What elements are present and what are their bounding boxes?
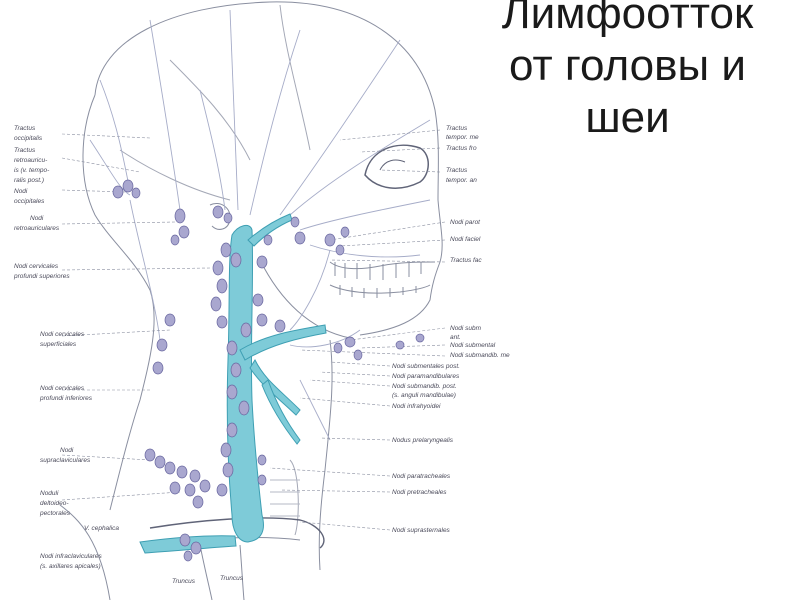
title-line-2: от головы и <box>509 41 746 90</box>
label-nodus-prelaryngealis: Nodus prelaryngealis <box>392 437 454 444</box>
label-nodi-submandib-me: Nodi submandib. me <box>450 352 510 359</box>
label-nodi-submandib-post: Nodi submandib. post. <box>392 383 457 390</box>
label-cervicales-inf-2: profundi inferiores <box>39 395 93 402</box>
label-infraclaviculares-2: (s. axillares apicales) <box>40 563 101 570</box>
label-nodi-retroauriculares-1: Nodi <box>30 215 44 222</box>
label-deltoideo-2: deltoideo- <box>40 500 69 507</box>
label-cervicales-sup-1: Nodi cervicales <box>14 263 59 270</box>
label-supraclaviculares-1: Nodi <box>60 447 74 454</box>
label-cervicales-sup-2: profundi superiores <box>13 273 70 280</box>
label-cervicales-inf-1: Nodi cervicales <box>40 385 85 392</box>
label-cervicales-superf-1: Nodi cervicales <box>40 331 85 338</box>
label-truncus-2: Truncus <box>220 575 244 582</box>
label-tractus-retro-4: ralis post.) <box>14 177 44 184</box>
label-deltoideo-3: pectorales <box>39 510 71 517</box>
label-nodi-pretracheales: Nodi pretracheales <box>392 489 447 496</box>
label-nodi-occipitales-2: occipitales <box>14 198 45 205</box>
label-nodi-paratracheales: Nodi paratracheales <box>392 473 451 480</box>
lymph-nodes <box>112 179 425 562</box>
label-truncus-1: Truncus <box>172 578 196 585</box>
label-cervicales-superf-2: superficiales <box>40 341 77 348</box>
label-tractus-occipitalis-2: occipitalis <box>14 135 43 142</box>
label-infraclaviculares-1: Nodi infraclaviculares <box>40 553 103 560</box>
label-tractus-retro-2: retroauricu- <box>14 157 48 164</box>
title-line-3: шеи <box>585 93 670 142</box>
left-labels: Tractus occipitalis Tractus retroauricu-… <box>13 125 244 585</box>
label-nodi-occipitales-1: Nodi <box>14 188 28 195</box>
label-nodi-suprasternales: Nodi suprasternales <box>392 527 451 534</box>
title-line-1: Лимфоотток <box>501 0 754 38</box>
label-nodi-retroauriculares-2: retroauriculares <box>14 225 60 232</box>
label-tractus-tempor-an-1: Tractus <box>446 167 468 174</box>
right-labels: Tractus tempor. me Tractus fro Tractus t… <box>392 125 510 534</box>
label-anguli-mandibulae: (s. anguli mandibulae) <box>392 392 456 399</box>
label-leader-lines <box>61 129 446 531</box>
label-nodi-infrahyoidei: Nodi infrahyoidei <box>392 403 441 410</box>
label-supraclaviculares-2: supraclaviculares <box>40 457 91 464</box>
label-tractus-occipitalis-1: Tractus <box>14 125 36 132</box>
jugular-vein <box>139 213 327 554</box>
label-deltoideo-1: Noduli <box>40 490 59 497</box>
label-nodi-subm-ant: ant. <box>450 334 461 341</box>
label-v-cephalica: V. cephalica <box>84 525 119 532</box>
label-tractus-tempor-me-2: tempor. me <box>446 134 479 141</box>
label-tractus-retro-3: is (v. tempo- <box>14 167 50 174</box>
label-nodi-submentales-post: Nodi submentales post. <box>392 363 460 370</box>
label-nodi-paramandibulares: Nodi paramandibulares <box>392 373 460 380</box>
slide-title: Лимфоотток от головы и шеи <box>455 0 800 144</box>
label-nodi-parot: Nodi parot <box>450 219 481 226</box>
label-tractus-tempor-an-2: tempor. an <box>446 177 477 184</box>
label-nodi-submental: Nodi submental <box>450 342 496 349</box>
label-nodi-faciel: Nodi faciel <box>450 236 481 243</box>
label-tractus-retro-1: Tractus <box>14 147 36 154</box>
label-tractus-tempor-me-1: Tractus <box>446 125 468 132</box>
label-nodi-subm: Nodi subm <box>450 325 482 332</box>
label-tractus-fac: Tractus fac <box>450 257 482 264</box>
label-tractus-fro: Tractus fro <box>446 145 477 152</box>
